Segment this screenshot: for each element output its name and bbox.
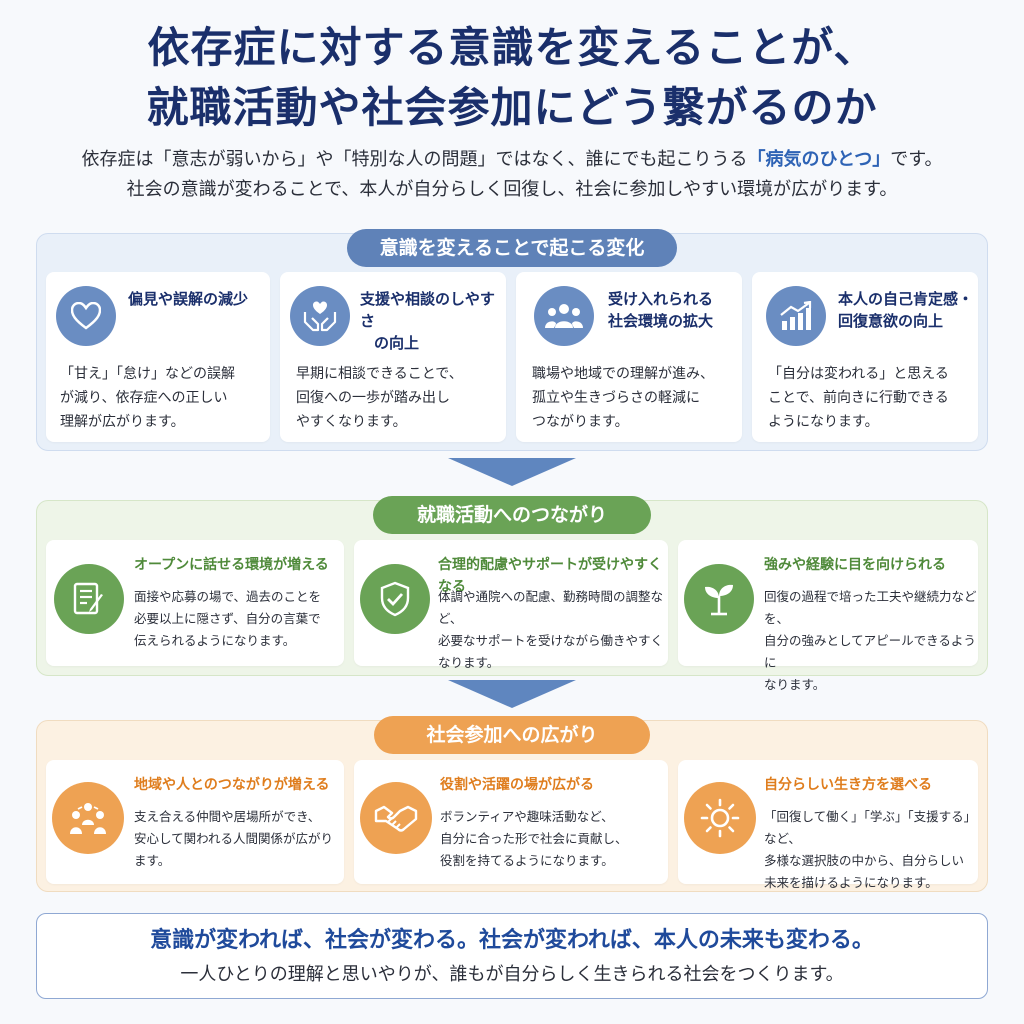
shield-check-icon (360, 564, 430, 634)
document-pen-icon (54, 564, 124, 634)
card-body: 早期に相談できることで、 回復への一歩が踏み出し やすくなります。 (296, 366, 463, 430)
page-title-line1: 依存症に対する意識を変えることが、 (147, 23, 877, 72)
card-title: 本人の自己肯定感・ 回復意欲の向上 (838, 290, 974, 330)
card-title: 役割や活躍の場が広がる (440, 777, 594, 793)
footer-message-box: 意識が変われば、社会が変わる。社会が変われば、本人の未来も変わる。 一人ひとりの… (36, 913, 988, 999)
handshake-icon (360, 782, 432, 854)
card-title: 自分らしい生き方を選べる (764, 777, 932, 793)
intro-text-a: 依存症は「意志が弱いから」や「特別な人の問題」ではなく、誰にでも起こりうる (81, 149, 748, 170)
page-title-line2: 就職活動や社会参加にどう繋がるのか (146, 83, 878, 132)
community-icon (52, 782, 124, 854)
sprout-icon (684, 564, 754, 634)
card-body: 体調や通院への配慮、勤務時間の調整など、 必要なサポートを受けながら働きやすく … (438, 589, 664, 670)
card-consultation: 支援や相談のしやすさ の向上 早期に相談できることで、 回復への一歩が踏み出し … (280, 272, 506, 442)
section-awareness-label: 意識を変えることで起こる変化 (347, 229, 677, 267)
card-body: 「自分は変われる」と思える ことで、前向きに行動できる ようになります。 (768, 366, 949, 430)
intro-highlight: 「病気のひとつ」 (747, 149, 891, 170)
card-reasonable-accommodation: 合理的配慮やサポートが受けやすくなる 体調や通院への配慮、勤務時間の調整など、 … (354, 540, 668, 670)
card-prejudice: 偏見や誤解の減少 「甘え」「怠け」などの誤解 が減り、依存症への正しい 理解が広… (46, 272, 270, 442)
intro-text-b: です。 (890, 149, 943, 170)
card-title: 受け入れられる 社会環境の拡大 (608, 290, 714, 330)
card-title: 強みや経験に目を向けられる (764, 557, 946, 573)
card-title: 偏見や誤解の減少 (128, 290, 249, 308)
card-community: 地域や人とのつながりが増える 支え合える仲間や居場所ができ、 安心して関われる人… (46, 760, 344, 884)
card-self-esteem: 本人の自己肯定感・ 回復意欲の向上 「自分は変われる」と思える ことで、前向きに… (752, 272, 978, 442)
card-roles: 役割や活躍の場が広がる ボランティアや趣味活動など、 自分に合った形で社会に貢献… (354, 760, 668, 884)
section-society-label: 社会参加への広がり (374, 716, 650, 754)
card-social-environment: 受け入れられる 社会環境の拡大 職場や地域での理解が進み、 孤立や生きづらさの軽… (516, 272, 742, 442)
card-body: ボランティアや趣味活動など、 自分に合った形で社会に貢献し、 役割を持てるように… (440, 809, 628, 868)
card-body: 「甘え」「怠け」などの誤解 が減り、依存症への正しい 理解が広がります。 (60, 366, 235, 430)
hands-heart-icon (290, 286, 350, 346)
card-title: 支援や相談のしやすさ の向上 (360, 290, 495, 352)
card-strengths: 強みや経験に目を向けられる 回復の過程で培った工夫や継続力などを、 自分の強みと… (678, 540, 978, 692)
card-body: 職場や地域での理解が進み、 孤立や生きづらさの軽減に つながります。 (532, 366, 714, 430)
card-body: 支え合える仲間や居場所ができ、 安心して関われる人間関係が広がり ます。 (134, 809, 334, 868)
footer-line1: 意識が変われば、社会が変わる。社会が変われば、本人の未来も変わる。 (150, 928, 874, 953)
intro-line2: 社会の意識が変わることで、本人が自分らしく回復し、社会に参加しやすい環境が広がり… (126, 179, 898, 200)
footer-line2: 一人ひとりの理解と思いやりが、誰もが自分らしく生きられる社会をつくります。 (180, 964, 844, 985)
growth-chart-icon (766, 286, 826, 346)
flow-arrow-down-icon (448, 680, 576, 708)
sun-icon (684, 782, 756, 854)
card-body: 「回復して働く」「学ぶ」「支援する」など、 多様な選択肢の中から、自分らしい 未… (764, 809, 977, 890)
card-title: 地域や人とのつながりが増える (134, 777, 330, 793)
card-body: 面接や応募の場で、過去のことを 必要以上に隠さず、自分の言葉で 伝えられるように… (134, 589, 322, 648)
flow-arrow-down-icon (448, 458, 576, 486)
card-body: 回復の過程で培った工夫や継続力などを、 自分の強みとしてアピールできるように な… (764, 589, 977, 692)
card-title: オープンに話せる環境が増える (134, 557, 329, 573)
heart-icon (56, 286, 116, 346)
card-lifestyle: 自分らしい生き方を選べる 「回復して働く」「学ぶ」「支援する」など、 多様な選択… (678, 760, 978, 890)
people-group-icon (534, 286, 594, 346)
card-open-environment: オープンに話せる環境が増える 面接や応募の場で、過去のことを 必要以上に隠さず、… (46, 540, 344, 666)
card-title: 合理的配慮やサポートが受けやすくなる (438, 557, 662, 595)
intro-line1: 依存症は「意志が弱いから」や「特別な人の問題」ではなく、誰にでも起こりうる「病気… (0, 146, 1024, 174)
section-job-label: 就職活動へのつながり (373, 496, 651, 534)
